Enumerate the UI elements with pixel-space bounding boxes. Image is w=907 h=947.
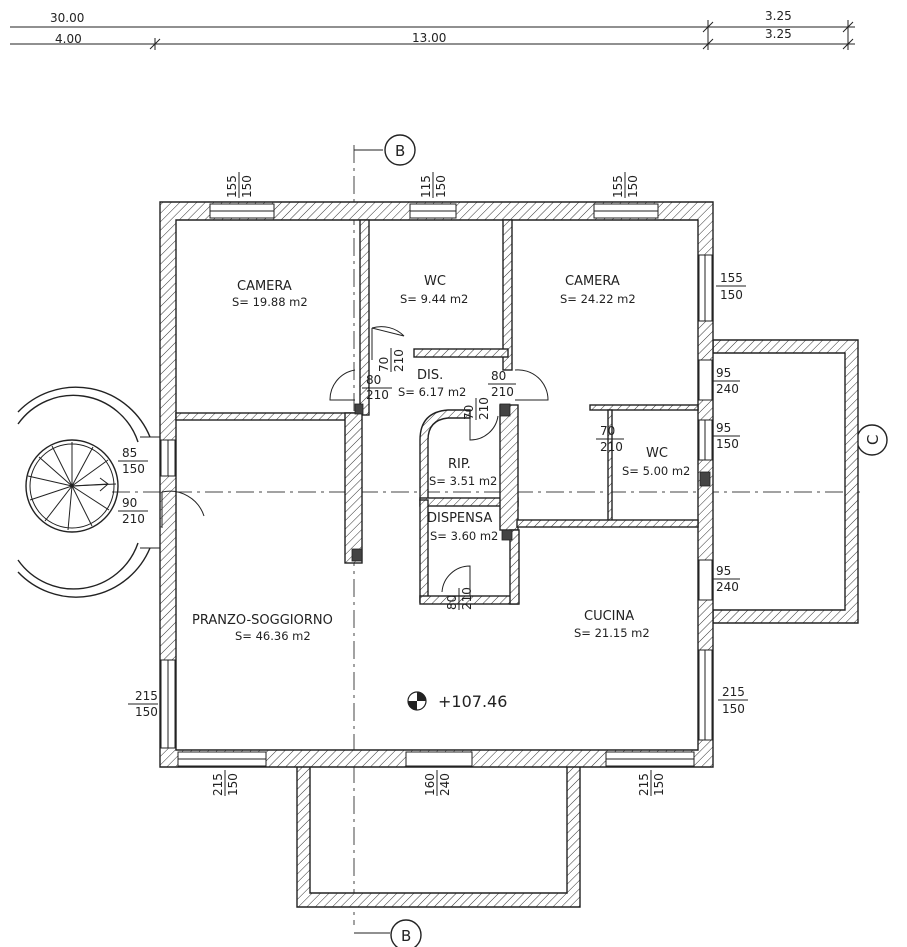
door-rip-h: 210 bbox=[477, 397, 491, 420]
exterior-walls bbox=[159, 201, 714, 768]
door-dispensa-w: 80 bbox=[445, 595, 459, 610]
top-win-2-w: 115 bbox=[419, 175, 433, 198]
right-win-3-w: 215 bbox=[722, 685, 745, 699]
bottom-win-1-w: 215 bbox=[211, 773, 225, 796]
post bbox=[499, 403, 511, 417]
left-win-2-w: 215 bbox=[135, 689, 158, 703]
door-wc1-w: 70 bbox=[377, 357, 391, 372]
bottom-win-2-h: 150 bbox=[652, 773, 666, 796]
room-wc-2-name: WC bbox=[646, 446, 668, 461]
room-labels: CAMERA S= 19.88 m2 WC S= 9.44 m2 CAMERA … bbox=[192, 274, 690, 643]
right-win-1-h: 150 bbox=[720, 288, 743, 302]
top-win-2-h: 150 bbox=[434, 175, 448, 198]
right-win-2-h: 150 bbox=[716, 437, 739, 451]
left-door-1-h: 210 bbox=[122, 512, 145, 526]
elevation-mark: +107.46 bbox=[407, 691, 507, 711]
room-dispensa-area: S= 3.60 m2 bbox=[430, 529, 498, 543]
dim-right-b: 3.25 bbox=[765, 27, 792, 41]
elevation-value: +107.46 bbox=[438, 692, 507, 711]
opening-labels: 155 150 115 150 155 150 155 150 95 240 9… bbox=[118, 172, 748, 796]
room-wc-2-area: S= 5.00 m2 bbox=[622, 464, 690, 478]
interior-walls bbox=[175, 219, 699, 605]
top-win-1-h: 150 bbox=[240, 175, 254, 198]
door-wc2-h: 210 bbox=[600, 440, 623, 454]
door-swings bbox=[161, 326, 549, 596]
room-wc-1-name: WC bbox=[424, 274, 446, 289]
room-dis-name: DIS. bbox=[417, 368, 443, 383]
room-camera-1-area: S= 19.88 m2 bbox=[232, 295, 308, 309]
top-win-3-w: 155 bbox=[611, 175, 625, 198]
room-cucina-area: S= 21.15 m2 bbox=[574, 626, 650, 640]
door-dispensa-h: 210 bbox=[460, 587, 474, 610]
right-door-1-w: 95 bbox=[716, 366, 731, 380]
post bbox=[351, 548, 363, 562]
windows bbox=[160, 203, 713, 767]
room-pranzo-area: S= 46.36 m2 bbox=[235, 629, 311, 643]
room-dispensa-name: DISPENSA bbox=[427, 511, 492, 526]
door-dis-right-h: 210 bbox=[491, 385, 514, 399]
section-c-label: C bbox=[864, 435, 882, 445]
left-win-2-h: 150 bbox=[135, 705, 158, 719]
section-b-top-marker bbox=[384, 134, 416, 166]
dim-middle: 13.00 bbox=[412, 31, 446, 45]
right-win-1-w: 155 bbox=[720, 271, 743, 285]
room-dis-area: S= 6.17 m2 bbox=[398, 385, 466, 399]
door-wc1-h: 210 bbox=[392, 349, 406, 372]
right-door-1-h: 240 bbox=[716, 382, 739, 396]
bottom-door-1-h: 240 bbox=[438, 773, 452, 796]
room-wc-1-area: S= 9.44 m2 bbox=[400, 292, 468, 306]
room-rip-name: RIP. bbox=[448, 457, 471, 472]
dim-right-a: 3.25 bbox=[765, 9, 792, 23]
door-dis-left-h: 210 bbox=[366, 388, 389, 402]
door-dis-right-w: 80 bbox=[491, 369, 506, 383]
section-b-bottom-label: B bbox=[401, 927, 411, 945]
left-win-1-w: 85 bbox=[122, 446, 137, 460]
dim-total: 30.00 bbox=[50, 11, 84, 25]
section-b-bottom-marker bbox=[390, 919, 422, 947]
door-rip-w: 70 bbox=[462, 405, 476, 420]
room-camera-2-name: CAMERA bbox=[565, 274, 620, 289]
bottom-win-1-h: 150 bbox=[226, 773, 240, 796]
post bbox=[699, 471, 711, 487]
room-rip-area: S= 3.51 m2 bbox=[429, 474, 497, 488]
left-win-1-h: 150 bbox=[122, 462, 145, 476]
post bbox=[501, 529, 513, 541]
top-dimension-chains: 30.00 3.25 4.00 13.00 3.25 bbox=[10, 9, 855, 50]
door-dis-left-w: 80 bbox=[366, 373, 381, 387]
right-win-3-h: 150 bbox=[722, 702, 745, 716]
post bbox=[354, 403, 364, 415]
top-win-3-h: 150 bbox=[626, 175, 640, 198]
door-wc2-w: 70 bbox=[600, 424, 615, 438]
right-door-2-w: 95 bbox=[716, 564, 731, 578]
right-win-2-w: 95 bbox=[716, 421, 731, 435]
spiral-stair bbox=[17, 386, 160, 598]
section-b-top-label: B bbox=[395, 142, 405, 160]
section-axes: B B C bbox=[112, 134, 888, 947]
room-pranzo-name: PRANZO-SOGGIORNO bbox=[192, 613, 333, 628]
bottom-win-2-w: 215 bbox=[637, 773, 651, 796]
room-camera-1-name: CAMERA bbox=[237, 279, 292, 294]
room-cucina-name: CUCINA bbox=[584, 609, 634, 624]
top-win-1-w: 155 bbox=[225, 175, 239, 198]
room-camera-2-area: S= 24.22 m2 bbox=[560, 292, 636, 306]
right-door-2-h: 240 bbox=[716, 580, 739, 594]
bottom-door-1-w: 160 bbox=[423, 773, 437, 796]
dim-left: 4.00 bbox=[55, 32, 82, 46]
left-door-1-w: 90 bbox=[122, 496, 137, 510]
